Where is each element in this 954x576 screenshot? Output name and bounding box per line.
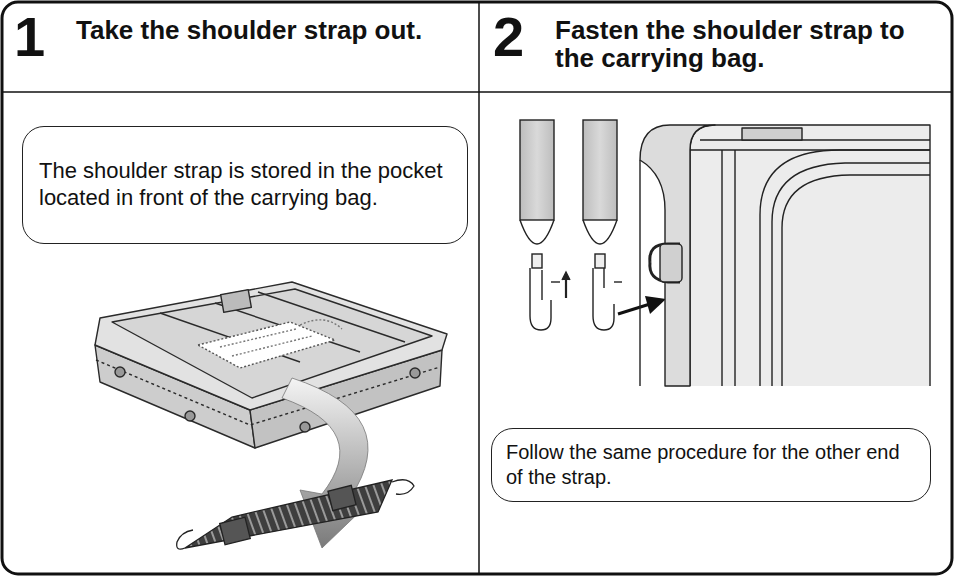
strap-hook xyxy=(520,120,570,330)
step-number: 1 xyxy=(14,6,70,68)
carrying-bag xyxy=(95,282,447,448)
step-number: 2 xyxy=(493,6,549,68)
bag-corner xyxy=(640,125,930,386)
attach-arrow xyxy=(618,304,650,314)
shoulder-strap xyxy=(177,480,414,549)
note-callout: Follow the same procedure for the other … xyxy=(491,428,931,502)
strap-hook xyxy=(583,120,622,330)
step-heading: Fasten the shoulder strap to the carryin… xyxy=(555,16,941,72)
step-panel: 1Take the shoulder strap out. The shoulde… xyxy=(0,0,479,576)
step-panel: 2Fasten the shoulder strap to the carryi… xyxy=(479,0,954,576)
note-text: Follow the same procedure for the other … xyxy=(506,440,916,490)
column-divider xyxy=(478,2,480,574)
header-divider xyxy=(2,91,952,93)
note-text: The shoulder strap is stored in the pock… xyxy=(39,158,451,212)
note-callout: The shoulder strap is stored in the pock… xyxy=(22,126,468,244)
step-heading: Take the shoulder strap out. xyxy=(76,16,468,44)
attach-arrow-head xyxy=(645,296,666,314)
